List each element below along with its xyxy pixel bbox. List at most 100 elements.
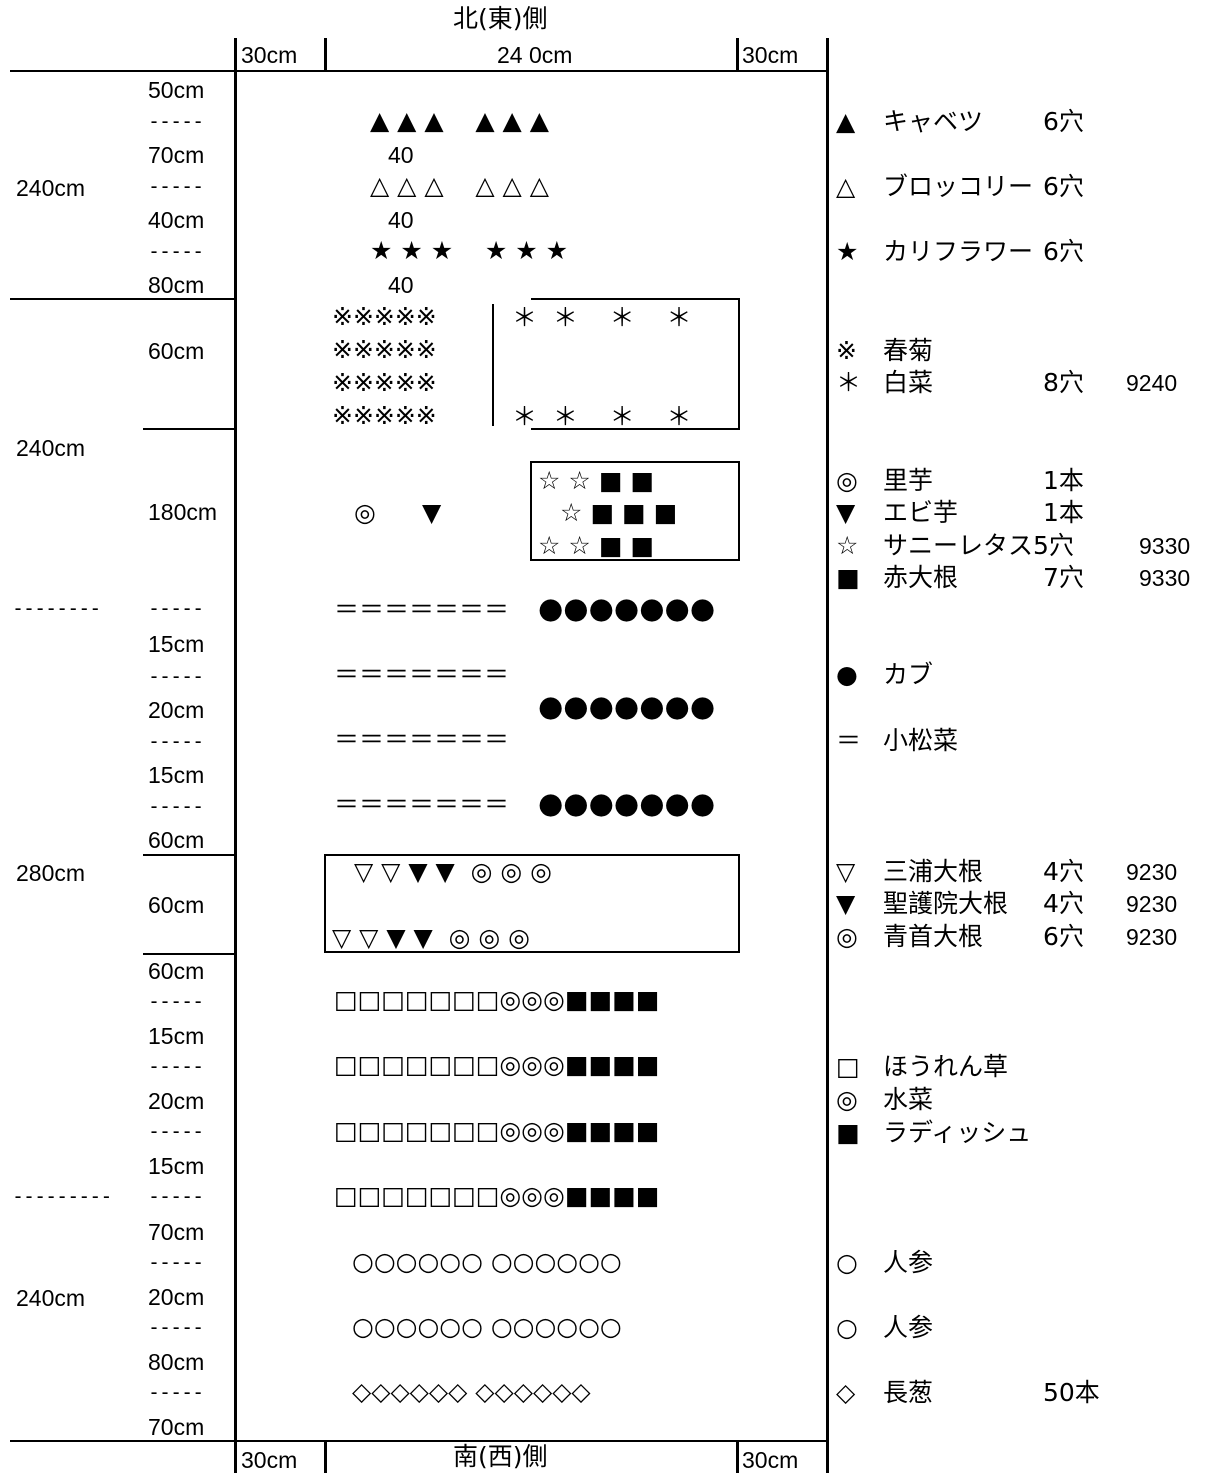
komatsuna-row: ＝＝＝＝＝＝＝ (334, 725, 510, 754)
legend-symbol: ＊ (836, 368, 862, 397)
legend-count: 1本 (1043, 466, 1084, 495)
lettuce-radish-bed (530, 461, 740, 561)
legend-code: 9240 (1126, 370, 1178, 396)
spacing-dash: ----- (148, 596, 204, 620)
legend-count: 1本 (1043, 498, 1084, 527)
legend-code: 9230 (1126, 891, 1178, 917)
section-divider-3 (143, 854, 236, 856)
spacing-dash: ----- (148, 989, 204, 1013)
negi-row: ◇◇◇◇◇◇ ◇◇◇◇◇◇ (352, 1377, 591, 1406)
greens-row: □□□□□□□◎◎◎■■■■ (334, 1181, 660, 1210)
legend-name: 人参 (883, 1313, 934, 1342)
legend-symbol: ◇ (836, 1378, 856, 1407)
section-1-length: 240cm (16, 175, 86, 201)
spacing-label: 80cm (148, 272, 205, 298)
shungiku-row: ※※※※※ (332, 401, 437, 430)
legend-count: 6穴 (1043, 172, 1084, 201)
shungiku-divider (492, 304, 494, 426)
legend-code: 9330 (1139, 533, 1191, 559)
bottom-border-line (10, 1440, 828, 1442)
legend-symbol: ○ (836, 1313, 858, 1342)
satoimo-plant: ◎ (354, 498, 376, 527)
kabu-row: ●●●●●●● (538, 786, 716, 820)
row-gap-label: 40 (388, 272, 414, 298)
spacing-dash: ----- (148, 1380, 204, 1404)
kabu-row: ●●●●●●● (538, 591, 716, 625)
legend-name: サニーレタス (883, 531, 1034, 560)
spacing-label: 50cm (148, 77, 205, 103)
spacing-label: 70cm (148, 1219, 205, 1245)
cabbage-row: ▲ ▲ ▲ ▲ ▲ ▲ (370, 106, 549, 135)
bed-right-edge (826, 38, 829, 1473)
lettuce-radish-row: ☆ ☆ ■ ■ (538, 531, 654, 560)
legend-code: 9230 (1126, 859, 1178, 885)
hakusai-bed (531, 298, 740, 430)
legend-symbol: ◎ (836, 466, 858, 495)
legend-name: 白菜 (883, 368, 934, 397)
spacing-dash: ----- (148, 729, 204, 753)
cauliflower-row: ★ ★ ★ ★ ★ ★ (370, 236, 569, 265)
legend-name: 長葱 (883, 1378, 934, 1407)
spacing-label: 80cm (148, 1349, 205, 1375)
spacing-dash: ----- (148, 1184, 204, 1208)
spacing-label: 15cm (148, 762, 205, 788)
legend-name: ほうれん草 (883, 1052, 1009, 1081)
spacing-dash: ----- (148, 794, 204, 818)
spacing-dash: ----- (148, 109, 204, 133)
legend-symbol: ▽ (836, 857, 856, 886)
legend-symbol: ★ (836, 237, 859, 266)
spacing-label: 20cm (148, 1088, 205, 1114)
legend-count: 5穴 (1033, 531, 1074, 560)
komatsuna-row: ＝＝＝＝＝＝＝ (334, 595, 510, 624)
legend-name: 里芋 (883, 466, 934, 495)
legend-count: 7穴 (1043, 563, 1084, 592)
top-right-margin-label: 30cm (742, 42, 799, 68)
legend-count: 4穴 (1043, 857, 1084, 886)
spacing-label: 70cm (148, 142, 205, 168)
legend-symbol: ☆ (836, 531, 859, 560)
spacing-label: 20cm (148, 697, 205, 723)
shungiku-row: ※※※※※ (332, 335, 437, 364)
spacing-label: 60cm (148, 892, 205, 918)
spacing-dash: ----- (148, 239, 204, 263)
top-left-tick (324, 38, 327, 70)
legend-code: 9230 (1126, 924, 1178, 950)
legend-name: 水菜 (883, 1085, 934, 1114)
spacing-dash: ----- (148, 1054, 204, 1078)
spacing-label: 15cm (148, 1153, 205, 1179)
top-border-line (10, 70, 828, 72)
greens-row: □□□□□□□◎◎◎■■■■ (334, 1116, 660, 1145)
legend-name: ラディッシュ (883, 1118, 1032, 1147)
legend-name: カリフラワー (883, 237, 1034, 266)
greens-row: □□□□□□□◎◎◎■■■■ (334, 1050, 660, 1079)
legend-name: 春菊 (883, 336, 934, 365)
ebiimo-plant: ▼ (422, 498, 442, 527)
bottom-left-margin-label: 30cm (241, 1447, 298, 1473)
top-left-margin-label: 30cm (241, 42, 298, 68)
daikon-bed (324, 854, 740, 953)
legend-count: 6穴 (1043, 237, 1084, 266)
section-dash-3: --------- (12, 1184, 112, 1208)
legend-code: 9330 (1139, 565, 1191, 591)
komatsuna-row: ＝＝＝＝＝＝＝ (334, 790, 510, 819)
row-gap-label: 40 (388, 142, 414, 168)
legend-symbol: ▼ (836, 498, 856, 527)
legend-symbol: ○ (836, 1248, 858, 1277)
greens-row: □□□□□□□◎◎◎■■■■ (334, 985, 660, 1014)
legend-name: エビ芋 (883, 498, 959, 527)
bed-left-edge (234, 38, 237, 1473)
spacing-dash: ----- (148, 174, 204, 198)
legend-name: 小松菜 (883, 726, 959, 755)
section-divider-1 (10, 298, 236, 300)
bottom-left-tick (324, 1440, 327, 1473)
legend-name: 人参 (883, 1248, 934, 1277)
row-gap-label: 40 (388, 207, 414, 233)
legend-name: 聖護院大根 (883, 889, 1009, 918)
legend-count: 6穴 (1043, 107, 1084, 136)
legend-count: 4穴 (1043, 889, 1084, 918)
ninjin-row: ○○○○○○ ○○○○○○ (352, 1247, 622, 1276)
section-dash-2: -------- (12, 596, 101, 620)
spacing-dash: ----- (148, 1250, 204, 1274)
legend-name: カブ (883, 660, 934, 689)
